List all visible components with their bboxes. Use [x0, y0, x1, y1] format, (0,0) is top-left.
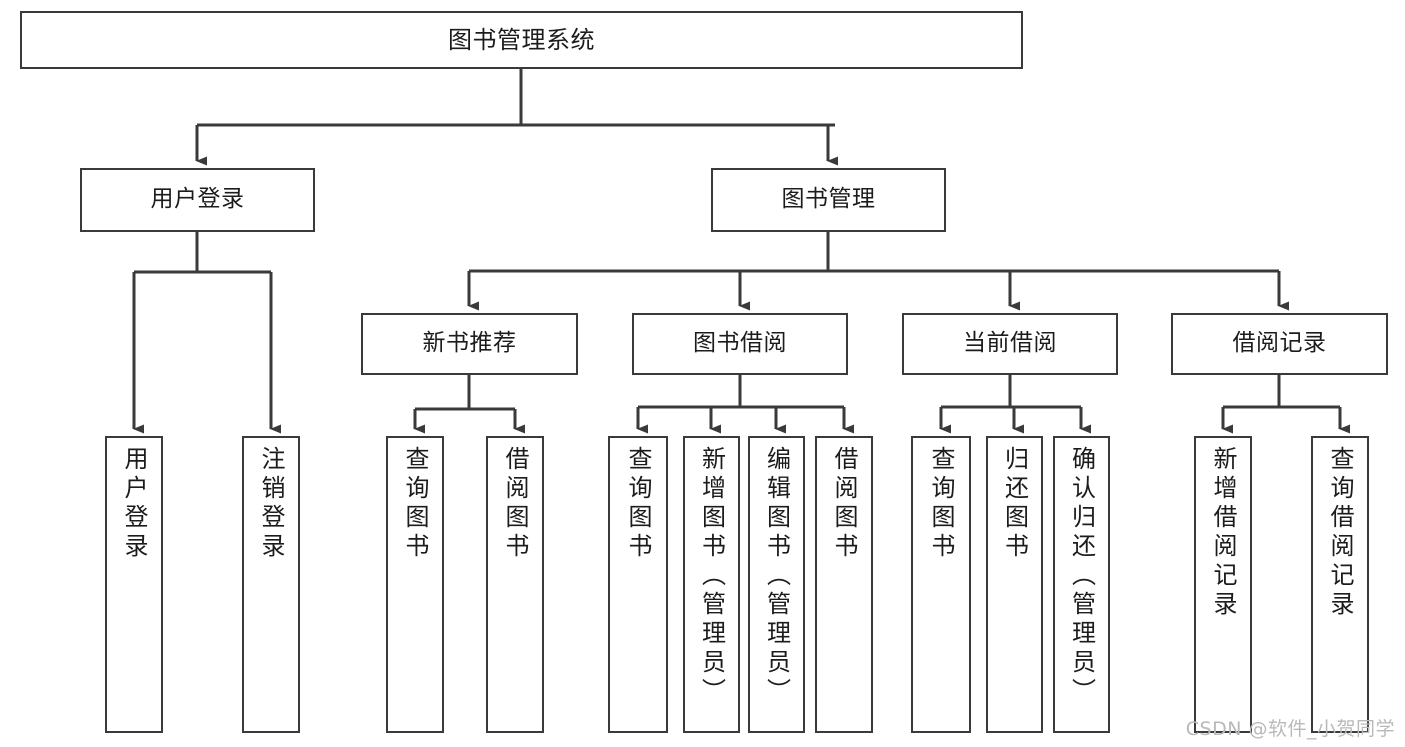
- leaf-node[interactable]: 确认归还（管理员）: [1053, 436, 1110, 733]
- node-label: 新增图书（管理员）: [697, 446, 726, 707]
- node-label: 用户登录: [120, 446, 148, 562]
- leaf-node[interactable]: 归还图书: [986, 436, 1043, 733]
- node-label: 查询借阅记录: [1326, 446, 1354, 620]
- leaf-node[interactable]: 新增借阅记录: [1194, 436, 1252, 733]
- leaf-node[interactable]: 借阅图书: [486, 436, 544, 733]
- node-label: 新书推荐: [422, 330, 517, 357]
- leaf-node[interactable]: 注销登录: [242, 436, 300, 733]
- leaf-node[interactable]: 用户登录: [105, 436, 163, 733]
- node-label: 归还图书: [1000, 446, 1029, 562]
- node-label: 查询图书: [927, 446, 955, 562]
- leaf-node[interactable]: 新增图书（管理员）: [683, 436, 740, 733]
- node-label: 编辑图书（管理员）: [762, 446, 791, 707]
- node-book-management[interactable]: 图书管理: [711, 168, 946, 232]
- leaf-node[interactable]: 查询图书: [386, 436, 444, 733]
- node-label: 查询图书: [401, 446, 429, 562]
- leaf-node[interactable]: 查询图书: [608, 436, 668, 733]
- node-label: 用户登录: [150, 186, 245, 213]
- node-label: 借阅记录: [1232, 330, 1327, 357]
- leaf-node[interactable]: 查询图书: [911, 436, 971, 733]
- node-label: 确认归还（管理员）: [1067, 446, 1096, 707]
- leaf-node[interactable]: 编辑图书（管理员）: [748, 436, 805, 733]
- node-current-borrow[interactable]: 当前借阅: [902, 313, 1118, 375]
- node-label: 注销登录: [257, 446, 285, 562]
- node-user-login[interactable]: 用户登录: [80, 168, 315, 232]
- node-borrow-record[interactable]: 借阅记录: [1171, 313, 1388, 375]
- node-label: 图书管理: [781, 186, 876, 213]
- node-label: 借阅图书: [830, 446, 858, 562]
- node-label: 图书管理系统: [448, 25, 595, 54]
- node-new-book-recommend[interactable]: 新书推荐: [361, 313, 578, 375]
- watermark: CSDN @软件_小贺同学: [1185, 718, 1395, 740]
- node-label: 新增借阅记录: [1209, 446, 1237, 620]
- leaf-node[interactable]: 借阅图书: [815, 436, 873, 733]
- node-label: 查询图书: [624, 446, 652, 562]
- node-label: 图书借阅: [693, 330, 787, 357]
- node-book-borrow[interactable]: 图书借阅: [632, 313, 848, 375]
- node-root-system[interactable]: 图书管理系统: [20, 11, 1023, 69]
- node-label: 当前借阅: [963, 330, 1057, 357]
- node-label: 借阅图书: [501, 446, 529, 562]
- leaf-node[interactable]: 查询借阅记录: [1311, 436, 1369, 733]
